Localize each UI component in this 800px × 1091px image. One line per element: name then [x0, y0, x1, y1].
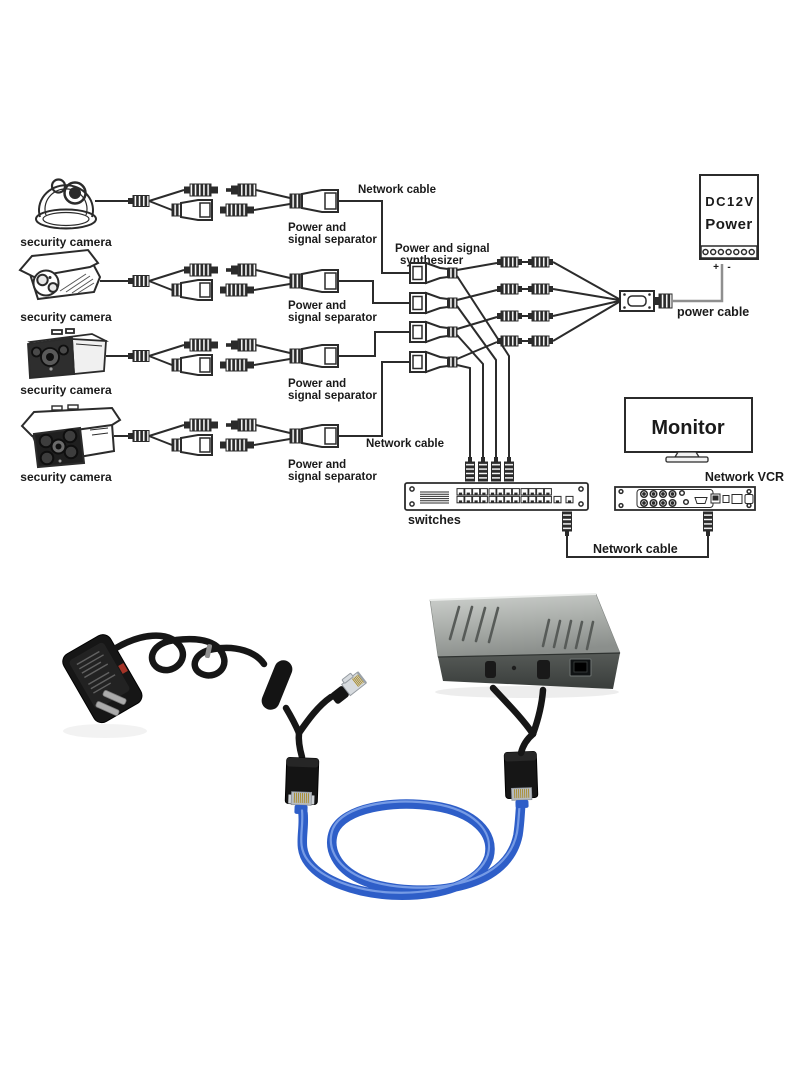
power-splitter: [619, 290, 673, 312]
network-cable-lines: [338, 200, 410, 437]
rj45-coupler-right: [503, 751, 539, 809]
separator-label-4a: Power and: [288, 459, 346, 471]
rj45-jack: [569, 658, 592, 677]
rj45-coupler-left: [284, 757, 320, 815]
separator-chain-row-2: [100, 263, 339, 301]
synthesizer-label-1: Power and signal: [395, 243, 490, 255]
switch-drop-cables: [456, 275, 514, 482]
camera-3-label: security camera: [20, 383, 112, 397]
cable-tie: [204, 644, 213, 659]
switch-vent-grille: [420, 491, 449, 504]
network-vcr: [614, 486, 756, 511]
metal-device-box: [429, 593, 621, 689]
vent-slots: [448, 605, 595, 651]
ferrite-bead: [261, 660, 293, 710]
separator-label-2a: Power and: [288, 300, 346, 312]
separator-label-1b: signal separator: [288, 234, 377, 246]
box-hole: [511, 665, 517, 671]
cable-gland-left: [485, 661, 496, 678]
minus-terminal-label: -: [727, 262, 730, 273]
adapter-red-mark: [118, 663, 128, 674]
dc12v-label: DC12V: [705, 194, 754, 209]
box-edge-highlight: [429, 593, 597, 601]
network-cable-line-bottom: [566, 534, 709, 558]
separator-chain-row-1: [95, 183, 339, 221]
power-adapter: [62, 634, 143, 724]
gold-pins: [514, 788, 530, 799]
bullet-camera-4: [20, 404, 122, 469]
network-cable-label-bottom: Network cable: [593, 542, 678, 556]
dome-camera-1: [35, 178, 97, 230]
power-chains: [456, 256, 620, 360]
cable-highlight: [300, 799, 522, 894]
cable-gland-right: [537, 660, 550, 679]
bullet-camera-3: [27, 328, 109, 379]
separator-labels: Power and signal separator Power and sig…: [288, 222, 377, 483]
camera-1-label: security camera: [20, 235, 112, 249]
separator-label-3b: signal separator: [288, 390, 377, 402]
network-cable-label-row4: Network cable: [366, 438, 444, 450]
box-shadow: [435, 686, 619, 698]
box-front-edge: [437, 652, 621, 658]
terminal-strip: [700, 245, 758, 259]
camera-2-label: security camera: [20, 310, 112, 324]
cable-to-rj45-plug: [295, 693, 335, 737]
plus-terminal-label: +: [713, 262, 719, 273]
monitor: Monitor: [624, 397, 753, 463]
network-vcr-label: Network VCR: [705, 470, 784, 484]
product-photo: [62, 593, 621, 900]
monitor-label: Monitor: [651, 417, 725, 439]
separator-label-4b: signal separator: [288, 471, 377, 483]
separator-label-1a: Power and: [288, 222, 346, 234]
power-cable-line: [672, 264, 724, 303]
gold-pins: [293, 792, 310, 804]
network-switch: [404, 482, 589, 511]
monitor-stand-neck: [673, 451, 701, 458]
wiring-diagram: security camera security camera: [18, 174, 784, 558]
vcr-rca-ports: [639, 489, 690, 508]
power-cable-label: power cable: [677, 305, 749, 319]
rj45-connector-plug: [330, 671, 368, 704]
network-cable-label-top: Network cable: [358, 184, 436, 196]
monitor-stand-base: [665, 456, 709, 463]
separator-chain-row-4: [114, 418, 339, 456]
adapter-label-text: [76, 650, 116, 694]
cable-to-left-coupler: [295, 729, 306, 761]
separator-chain-row-3: [106, 338, 339, 376]
dc12v-power-supply: DC12V Power + -: [699, 174, 759, 273]
vcr-rear-ports: [694, 493, 754, 504]
gold-pins: [352, 674, 364, 687]
plug-prongs: [95, 690, 127, 716]
power-label: Power: [705, 216, 753, 233]
bullet-camera-2: [18, 248, 102, 301]
ethernet-cable-blue: [297, 798, 526, 900]
adapter-shadow: [63, 724, 147, 738]
camera-4-label: security camera: [20, 470, 112, 484]
switches-label: switches: [408, 513, 461, 527]
separator-label-2b: signal separator: [288, 312, 377, 324]
separator-label-3a: Power and: [288, 378, 346, 390]
box-y-cable: [489, 684, 547, 757]
